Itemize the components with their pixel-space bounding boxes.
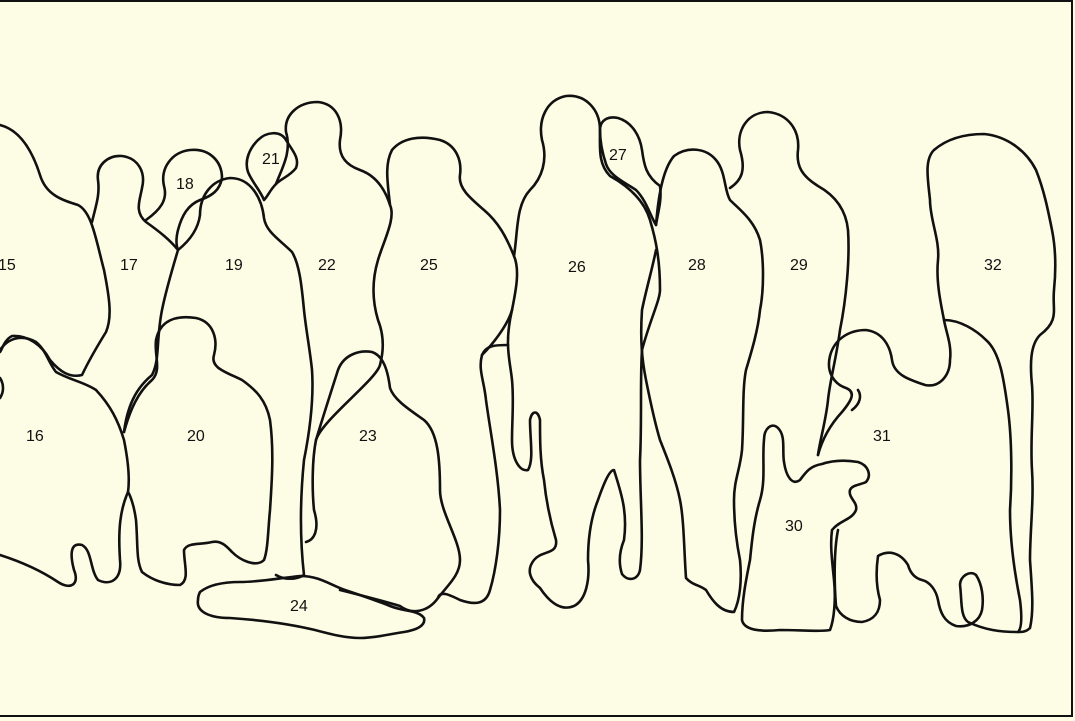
figure-20: 20: [124, 317, 272, 585]
figure-27-label: 27: [609, 147, 627, 164]
figure-22-outline: [276, 102, 392, 542]
figure-28: 28: [641, 150, 763, 612]
figure-26-label: 26: [568, 259, 586, 276]
figure-21-label: 21: [262, 151, 280, 168]
figure-31: 31: [818, 320, 1021, 632]
figure-20-label: 20: [187, 428, 205, 445]
figure-32: 32: [928, 134, 1056, 632]
figure-27: 27: [600, 118, 661, 226]
figure-31-outline: [818, 320, 1021, 632]
figure-32-outline: [928, 134, 1056, 632]
figure-31-label: 31: [873, 428, 891, 445]
figure-17-label: 17: [120, 257, 138, 274]
figure-31-arm: [852, 390, 860, 410]
figure-23: 23: [316, 352, 460, 612]
figure-23-label: 23: [359, 428, 377, 445]
figure-25-label: 25: [420, 257, 438, 274]
figure-30-outline: [742, 426, 869, 631]
figure-32-label: 32: [984, 257, 1002, 274]
figure-29: 29: [730, 112, 849, 455]
figure-22-label: 22: [318, 257, 336, 274]
figure-24-outline: [198, 576, 424, 638]
figure-30: 30: [742, 426, 869, 631]
figure-29-label: 29: [790, 257, 808, 274]
figure-16: 16: [0, 338, 129, 586]
figure-19: 19: [178, 178, 313, 579]
figure-30-label: 30: [785, 518, 803, 535]
figure-19-outline: [178, 178, 313, 579]
figure-28-label: 28: [688, 257, 706, 274]
figure-28-outline: [641, 150, 763, 612]
figure-23-outline: [316, 352, 460, 612]
figure-18-label: 18: [176, 176, 194, 193]
figure-27-outline: [600, 118, 661, 226]
figure-18: 18: [146, 150, 222, 250]
figure-16-outline: [0, 338, 129, 586]
figure-16-edge-mark: [0, 378, 3, 398]
figure-26-outline: [508, 96, 660, 608]
figure-19-label: 19: [225, 257, 243, 274]
figure-15-label: 15: [0, 257, 16, 274]
figure-18-outline: [146, 150, 222, 250]
figure-24-label: 24: [290, 598, 308, 615]
figure-29-outline: [730, 112, 849, 455]
figure-22: 22: [276, 102, 392, 542]
figure-16-label: 16: [26, 428, 44, 445]
figure-24: 24: [198, 576, 424, 638]
figure-26-staff: [482, 345, 508, 355]
figure-20-outline: [124, 317, 272, 585]
figure-26: 26: [482, 96, 660, 608]
